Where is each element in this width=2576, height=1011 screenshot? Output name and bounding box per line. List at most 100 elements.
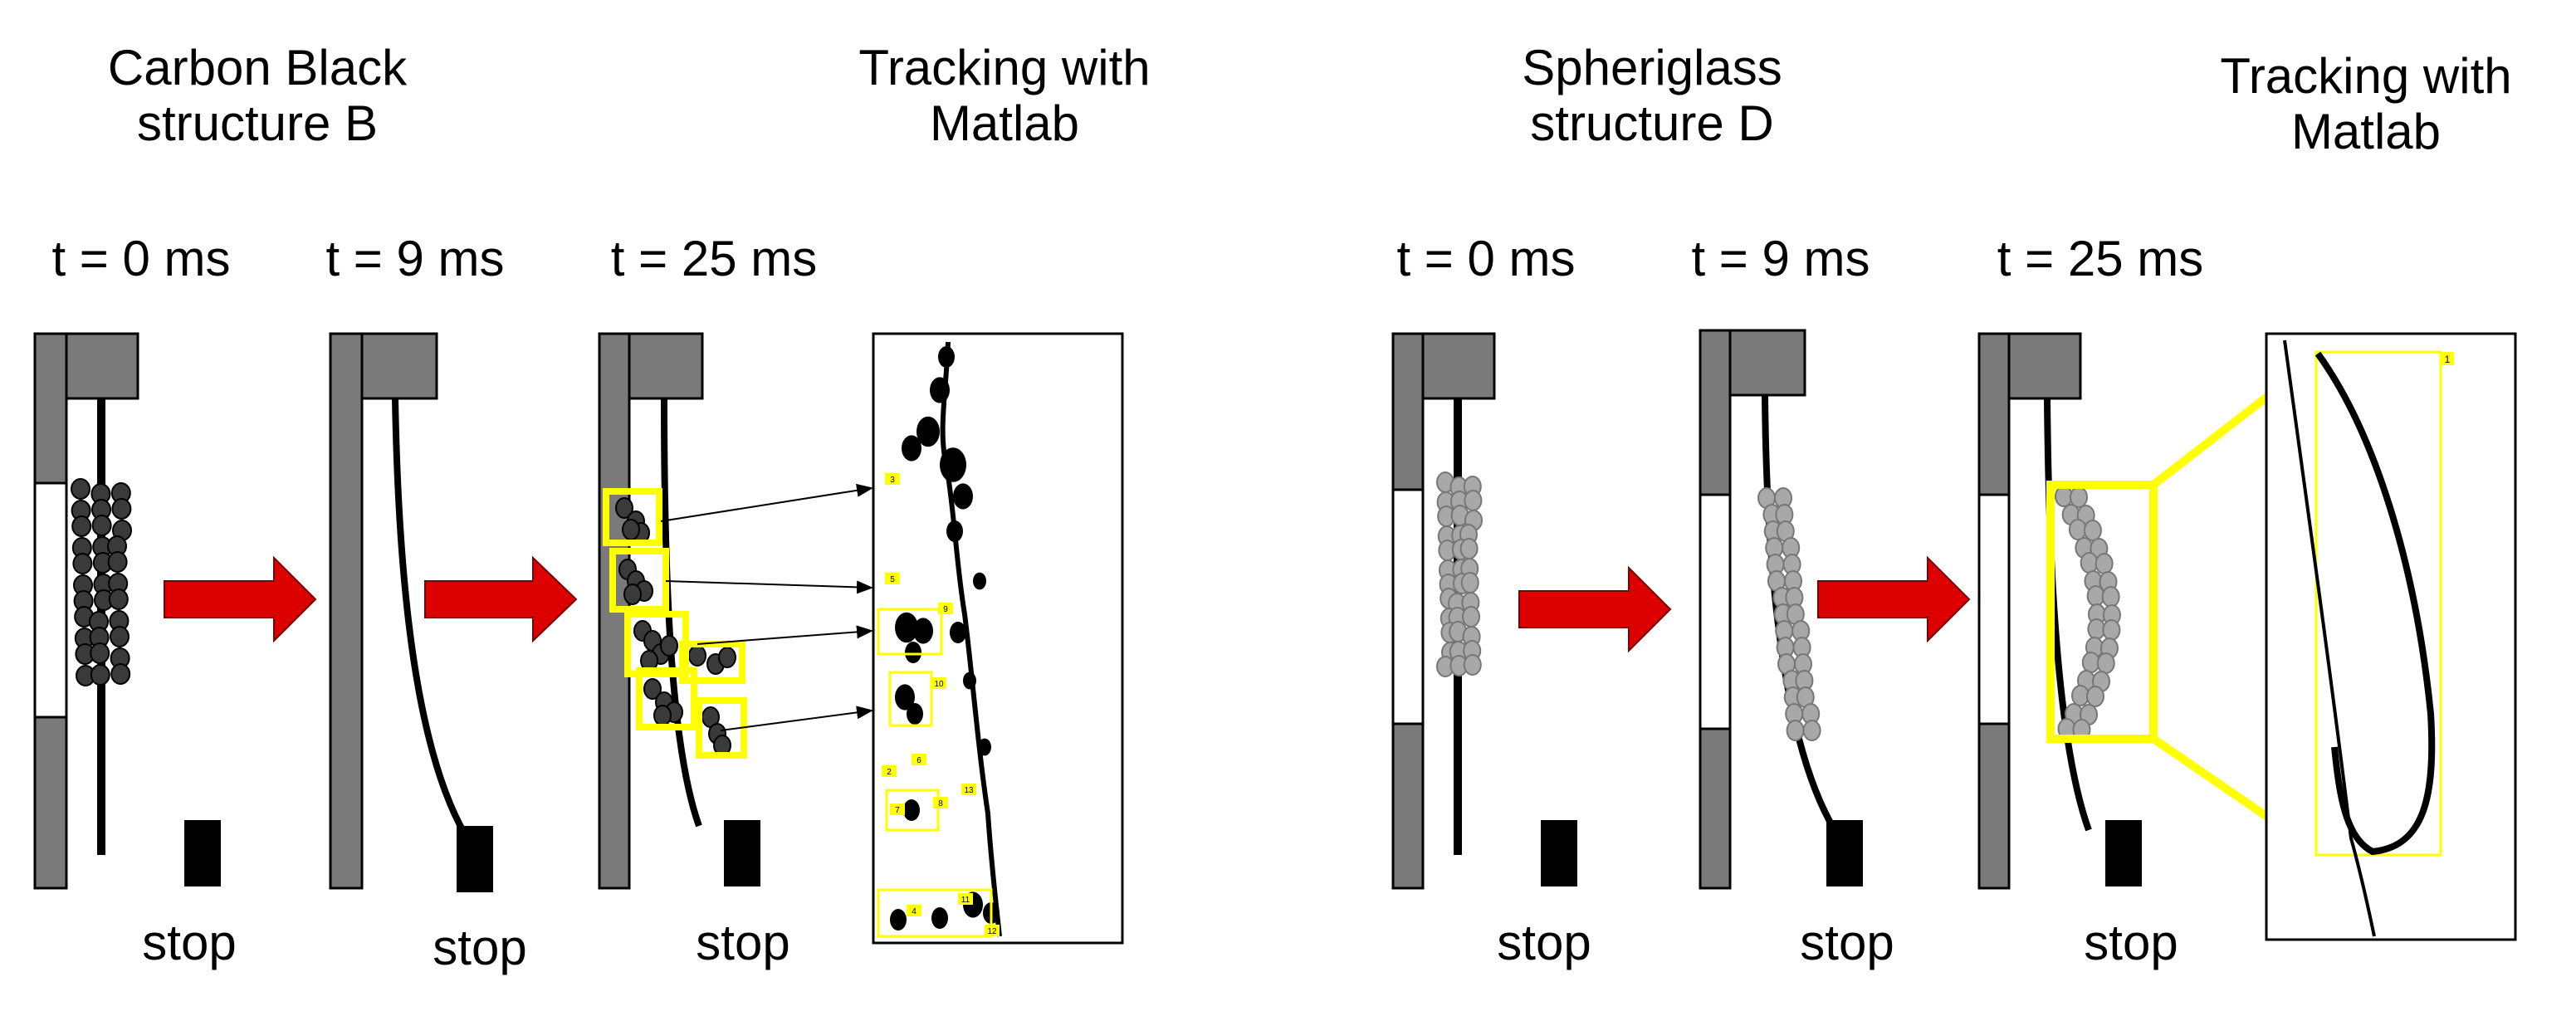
particle [72, 553, 93, 574]
particle [623, 584, 642, 605]
tracking-id-label-bg [885, 573, 900, 584]
right-stop-0: stop [1497, 915, 1591, 970]
particle [653, 705, 672, 726]
right-panel-t0 [1391, 332, 1577, 890]
right-arrow-2 [1817, 555, 1971, 643]
right-t0-window [1391, 488, 1425, 725]
tracking-id-box [877, 888, 993, 938]
right-t0-particle-cluster [1436, 471, 1483, 677]
tracked-particle [940, 447, 966, 482]
particle [1786, 720, 1805, 741]
left-tracking-line2: Matlab [929, 95, 1080, 152]
particle [1459, 538, 1479, 559]
particle [1464, 490, 1483, 511]
particle [2071, 685, 2090, 706]
particle [660, 635, 678, 657]
left-title: Carbon Black structure B [33, 40, 481, 151]
tracked-particle [917, 416, 940, 447]
particle [1802, 720, 1821, 741]
left-tracking-title: Tracking with Matlab [797, 40, 1212, 151]
tracked-particle [895, 612, 918, 643]
tracking-id-label: 8 [938, 799, 943, 808]
tracking-id-box [885, 789, 940, 832]
tracked-particle [902, 435, 921, 462]
left-t25-stop-block [724, 820, 760, 886]
left-time-25: t = 25 ms [610, 231, 818, 286]
pointer-arrow [660, 483, 873, 522]
highlight-box [609, 548, 669, 613]
left-t0-clamp [65, 332, 139, 400]
left-tracking-line1: Tracking with [858, 40, 1151, 95]
tracking-id-label-bg [985, 925, 1000, 936]
left-title-line1: Carbon Black [107, 40, 408, 95]
highlight-box [679, 641, 745, 684]
right-tracking-id-box [2314, 350, 2442, 857]
right-tracking-frame: 1 [2265, 332, 2517, 941]
tracked-particle [907, 703, 923, 725]
pointer-arrow [720, 706, 873, 731]
right-t25-stop-block [2105, 820, 2142, 886]
tracking-id-label: 12 [987, 927, 997, 936]
tracking-id-label: 4 [912, 907, 917, 916]
tracking-id-label-bg [938, 603, 953, 614]
particle [90, 642, 110, 664]
left-t9-wall [329, 332, 364, 890]
tracked-particle [903, 799, 920, 821]
right-title: Spheriglass structure D [1428, 40, 1876, 151]
particle [2096, 652, 2115, 674]
tracking-id-label-bg [882, 765, 897, 777]
right-t9-clamp [1728, 329, 1806, 397]
left-title-line2: structure B [136, 95, 379, 152]
left-tracked-particles [890, 346, 1000, 930]
right-t0-wall-upper [1391, 332, 1425, 491]
pointer-arrow [697, 625, 873, 645]
particle [2086, 686, 2104, 707]
tracking-id-label-bg [907, 905, 921, 916]
right-t25-wall-lower [1977, 722, 2011, 890]
tracked-particle [930, 377, 950, 403]
left-t25-clamp [628, 332, 704, 400]
right-panel-t9 [1699, 329, 1863, 890]
left-stop-0: stop [142, 915, 237, 970]
left-t0-particle-cluster [71, 478, 132, 686]
particle [110, 663, 131, 685]
left-time-0: t = 0 ms [51, 231, 231, 286]
right-stop-9: stop [1800, 915, 1894, 970]
right-t0-wall-lower [1391, 722, 1425, 890]
right-tracking-line1: Tracking with [2220, 48, 2512, 104]
particle [688, 645, 706, 667]
tracking-id-box [877, 608, 943, 656]
left-t9-stop-block [457, 826, 493, 892]
left-t9-clamp [360, 332, 438, 400]
particle [108, 589, 129, 610]
left-arrow-2 [424, 555, 578, 643]
tracking-id-label: 7 [895, 806, 900, 815]
right-t25-window [1977, 493, 2011, 725]
pointer-arrow [665, 580, 873, 594]
particle [2068, 519, 2087, 540]
tracking-id-label-bg [933, 797, 948, 808]
right-time-9: t = 9 ms [1691, 231, 1870, 286]
right-t9-wall-upper [1699, 329, 1732, 496]
tracking-id-label: 9 [943, 605, 948, 614]
tracked-particle [931, 907, 948, 929]
right-t9-stop-block [1826, 820, 1863, 886]
particle [2102, 619, 2121, 641]
right-tracking-line2: Matlab [2290, 104, 2442, 160]
right-tracking-id-label-bg [2441, 352, 2454, 365]
right-time-0: t = 0 ms [1396, 231, 1576, 286]
left-tracking-frame-border [872, 332, 1124, 945]
tracking-id-label-bg [958, 893, 973, 905]
tracking-id-label: 2 [887, 768, 892, 777]
left-t0-window [33, 481, 68, 719]
particle [2087, 618, 2106, 640]
tracked-particle [938, 346, 955, 368]
left-t9-beam [392, 398, 468, 836]
tracked-particle [950, 622, 966, 643]
particle [2101, 586, 2120, 608]
particle [110, 626, 130, 647]
particle [1462, 606, 1480, 628]
right-stop-25: stop [2084, 915, 2178, 970]
right-arrow-1 [1518, 565, 1672, 653]
